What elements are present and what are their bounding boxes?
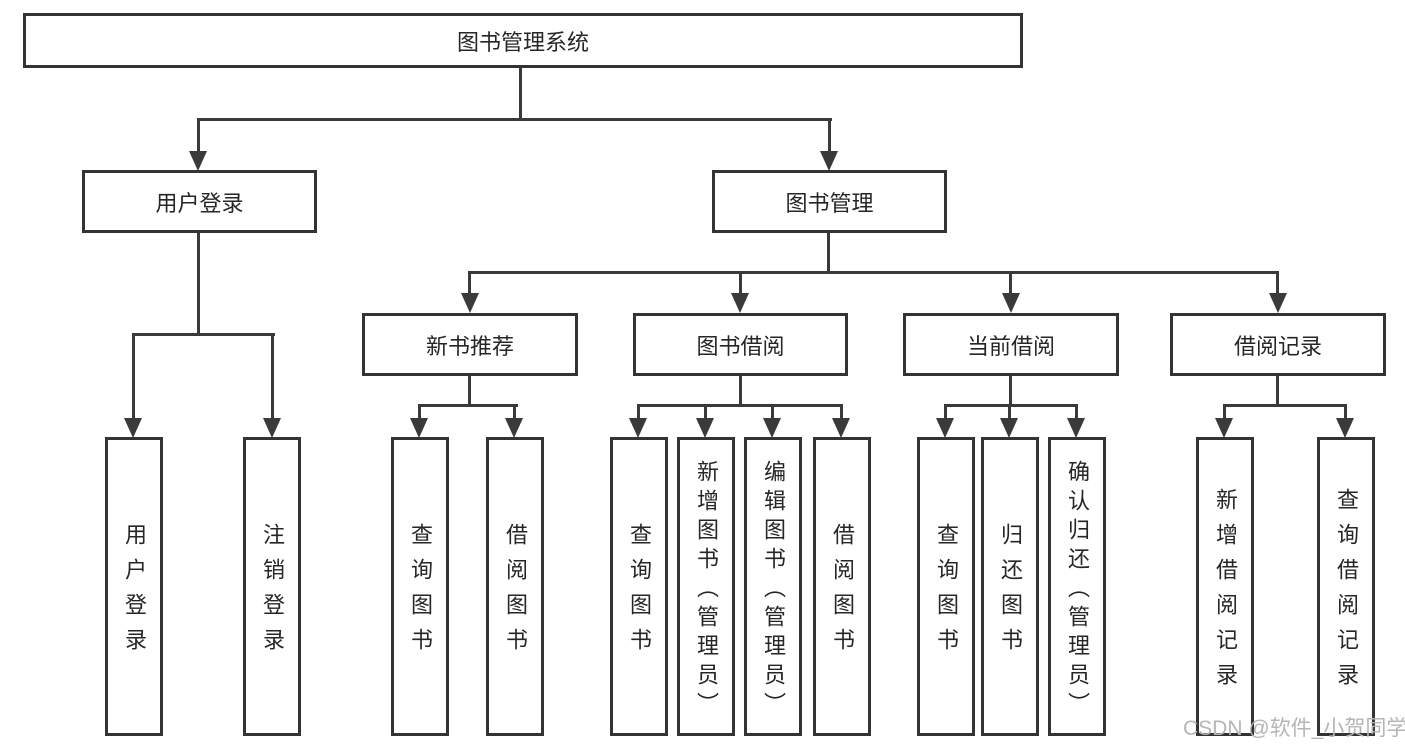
node-query-books-current: 查询图书 <box>917 437 975 736</box>
connector-stem <box>197 233 200 335</box>
node-label: 新增借阅记录 <box>1213 488 1238 698</box>
arrow-down-icon <box>505 418 523 438</box>
node-book-management: 图书管理 <box>712 170 947 233</box>
node-label: 图书管理系统 <box>456 29 589 55</box>
connector-stem <box>827 232 830 273</box>
arrow-down-icon <box>1067 418 1085 438</box>
connector-stem <box>840 406 843 420</box>
connector-stem <box>704 406 707 420</box>
node-query-books-borrowing: 查询图书 <box>610 437 668 736</box>
connector-hline <box>1223 404 1347 407</box>
node-confirm-return-admin: 确认归还（管理员） <box>1048 437 1106 736</box>
arrow-down-icon <box>629 418 647 438</box>
node-label: 查询图书 <box>627 523 652 663</box>
arrow-down-icon <box>820 151 838 171</box>
node-label: 图书管理 <box>785 190 874 216</box>
node-label: 注销登录 <box>260 523 285 663</box>
arrow-down-icon <box>731 293 749 313</box>
node-add-borrow-record: 新增借阅记录 <box>1196 437 1254 736</box>
node-book-borrowing: 图书借阅 <box>633 313 848 376</box>
node-label: 确认归还（管理员） <box>1065 459 1090 721</box>
node-label: 查询图书 <box>408 523 433 663</box>
node-label: 归还图书 <box>998 523 1023 663</box>
connector-stem <box>1009 273 1012 295</box>
arrow-down-icon <box>936 418 954 438</box>
connector-stem <box>1276 273 1279 295</box>
arrow-down-icon <box>1269 293 1287 313</box>
connector-stem <box>771 406 774 420</box>
connector-stem <box>197 120 200 154</box>
connector-stem <box>468 273 471 295</box>
arrow-down-icon <box>1215 418 1233 438</box>
node-label: 借阅记录 <box>1233 333 1322 359</box>
node-label: 用户登录 <box>155 190 244 216</box>
connector-hline <box>637 404 843 407</box>
node-edit-books-admin: 编辑图书（管理员） <box>744 437 802 736</box>
connector-level3-hline <box>468 271 1279 274</box>
connector-stem <box>1008 406 1011 420</box>
connector-stem <box>513 406 516 420</box>
arrow-down-icon <box>461 293 479 313</box>
node-borrowing-records: 借阅记录 <box>1170 313 1386 376</box>
node-label: 查询图书 <box>934 523 959 663</box>
node-borrow-books-leaf: 借阅图书 <box>813 437 871 736</box>
node-current-borrowing: 当前借阅 <box>903 313 1119 376</box>
connector-stem <box>739 273 742 295</box>
node-label: 当前借阅 <box>966 333 1055 359</box>
node-query-borrow-record: 查询借阅记录 <box>1317 437 1375 736</box>
node-library-system: 图书管理系统 <box>23 13 1023 68</box>
node-user-login: 用户登录 <box>82 170 317 233</box>
node-user-login-leaf: 用户登录 <box>105 437 163 736</box>
connector-stem <box>828 120 831 154</box>
node-add-books-admin: 新增图书（管理员） <box>677 437 735 736</box>
node-label: 用户登录 <box>122 523 147 663</box>
arrow-down-icon <box>263 418 281 438</box>
arrow-down-icon <box>1336 418 1354 438</box>
node-logout: 注销登录 <box>243 437 301 736</box>
connector-stem <box>271 335 274 420</box>
node-new-book-recommendation: 新书推荐 <box>362 313 578 376</box>
connector-hline <box>944 404 1078 407</box>
connector-stem <box>1009 376 1012 407</box>
connector-hline <box>418 404 518 407</box>
arrow-down-icon <box>1000 418 1018 438</box>
arrow-down-icon <box>410 418 428 438</box>
node-query-books-recommend: 查询图书 <box>391 437 449 736</box>
connector-stem <box>944 406 947 420</box>
node-return-books: 归还图书 <box>981 437 1039 736</box>
node-borrow-books-recommend: 借阅图书 <box>486 437 544 736</box>
connector-level2-hline <box>197 118 832 121</box>
watermark-text: CSDN @软件_小贺同学 <box>1183 717 1405 740</box>
arrow-down-icon <box>1002 293 1020 313</box>
connector-stem <box>1075 406 1078 420</box>
connector-stem <box>418 406 421 420</box>
arrow-down-icon <box>763 418 781 438</box>
node-label: 查询借阅记录 <box>1334 488 1359 698</box>
arrow-down-icon <box>189 151 207 171</box>
arrow-down-icon <box>696 418 714 438</box>
node-label: 编辑图书（管理员） <box>761 459 786 721</box>
node-label: 借阅图书 <box>830 523 855 663</box>
connector-stem <box>468 376 471 407</box>
connector-root-stem <box>519 68 522 120</box>
node-label: 借阅图书 <box>503 523 528 663</box>
connector-stem <box>1344 406 1347 420</box>
node-label: 新增图书（管理员） <box>694 459 719 721</box>
node-label: 图书借阅 <box>696 333 785 359</box>
arrow-down-icon <box>832 418 850 438</box>
connector-stem <box>1223 406 1226 420</box>
arrow-down-icon <box>124 418 142 438</box>
connector-hline <box>132 333 275 336</box>
connector-stem <box>739 376 742 407</box>
connector-stem <box>1276 376 1279 407</box>
connector-stem <box>637 406 640 420</box>
node-label: 新书推荐 <box>425 333 514 359</box>
connector-stem <box>132 335 135 420</box>
